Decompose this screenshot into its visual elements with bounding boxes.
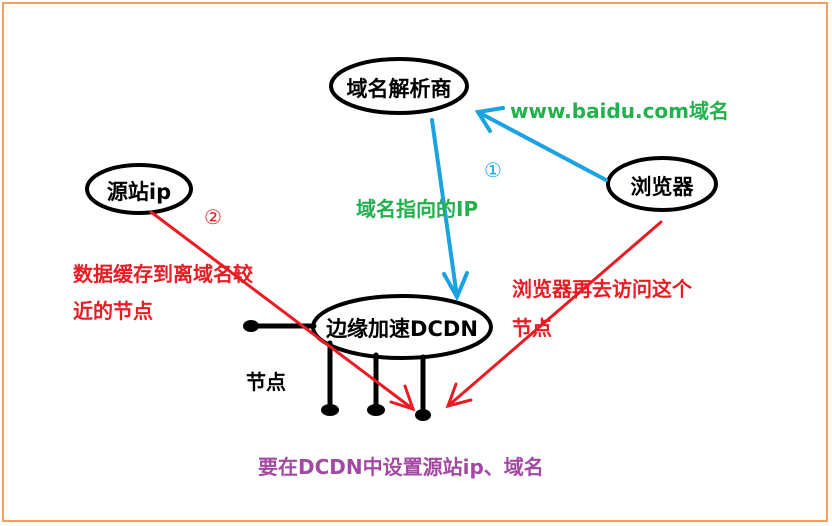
step-2-marker: ②: [204, 205, 222, 229]
cache-text-line2: 近的节点: [73, 299, 153, 323]
browser-visit-text-line1: 浏览器再去访问这个: [512, 277, 692, 301]
node-label: 节点: [246, 370, 286, 394]
edge-node-dots: [243, 320, 431, 421]
browser-ellipse: [606, 156, 718, 212]
origin-ip-label: 源站ip: [106, 180, 172, 204]
browser-visit-text-line2: 节点: [512, 316, 552, 340]
browser-label: 浏览器: [630, 175, 694, 199]
red-arrows: [149, 210, 663, 412]
url-domain-text: www.baidu.com域名: [510, 99, 730, 123]
dns-ellipse: [329, 57, 469, 115]
edge-dcdn-label: 边缘加速DCDN: [326, 317, 478, 341]
dcdn-config-note: 要在DCDN中设置源站ip、域名: [258, 455, 544, 479]
step-1-marker: ①: [484, 158, 502, 182]
dns-points-ip-text: 域名指向的IP: [356, 197, 479, 221]
cache-text-line1: 数据缓存到离域名较: [73, 262, 253, 286]
dns-provider-label: 域名解析商: [346, 77, 452, 101]
origin-ellipse: [85, 163, 193, 215]
blue-arrows: [430, 106, 608, 302]
